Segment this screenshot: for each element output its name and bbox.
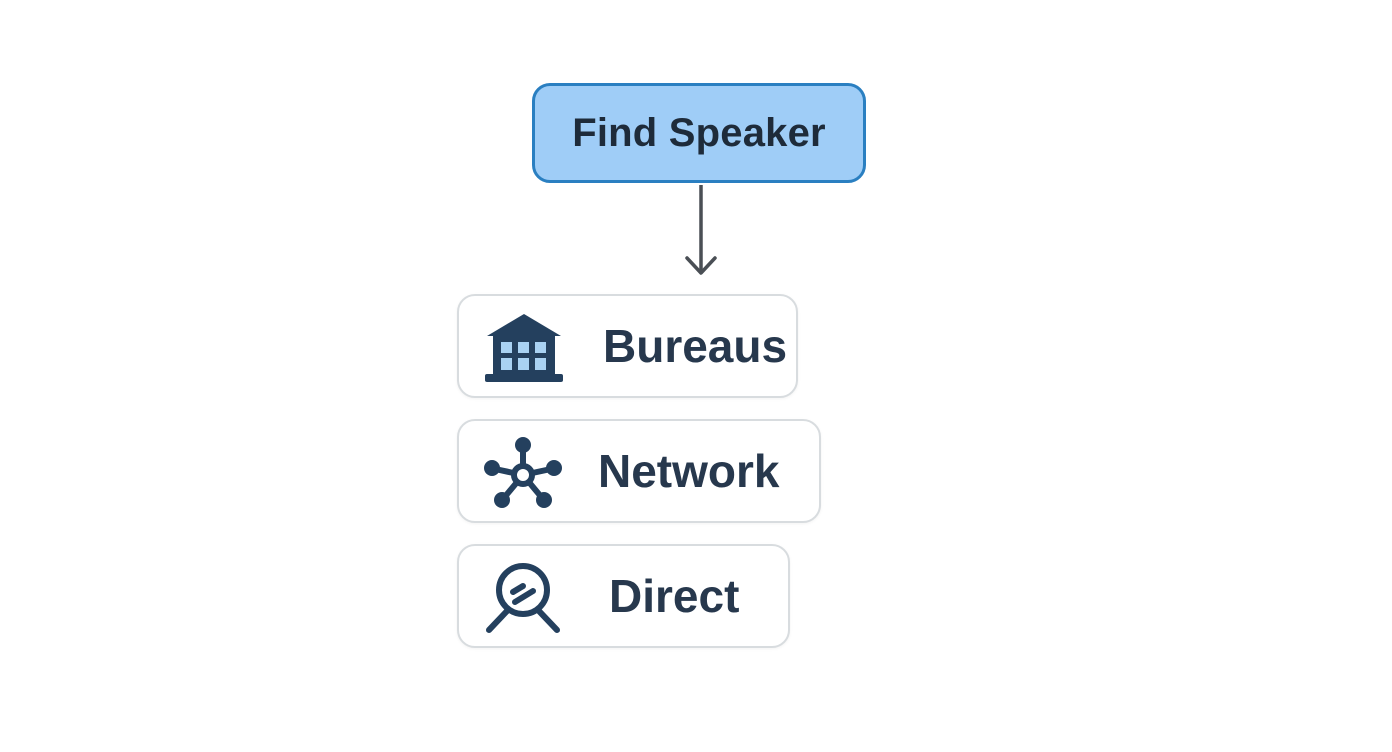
building-icon (485, 314, 563, 382)
option-label: Bureaus (603, 320, 788, 372)
option-bureaus: Bureaus (457, 294, 798, 398)
option-label: Direct (609, 570, 740, 622)
network-icon (484, 437, 562, 508)
option-direct: Direct (457, 544, 790, 648)
find-speaker-label: Find Speaker (572, 110, 826, 155)
option-label: Network (598, 445, 780, 497)
find-speaker-node: Find Speaker (532, 83, 866, 183)
magnifier-icon (486, 563, 560, 633)
option-network: Network (457, 419, 821, 523)
down-arrow-icon (685, 185, 717, 275)
